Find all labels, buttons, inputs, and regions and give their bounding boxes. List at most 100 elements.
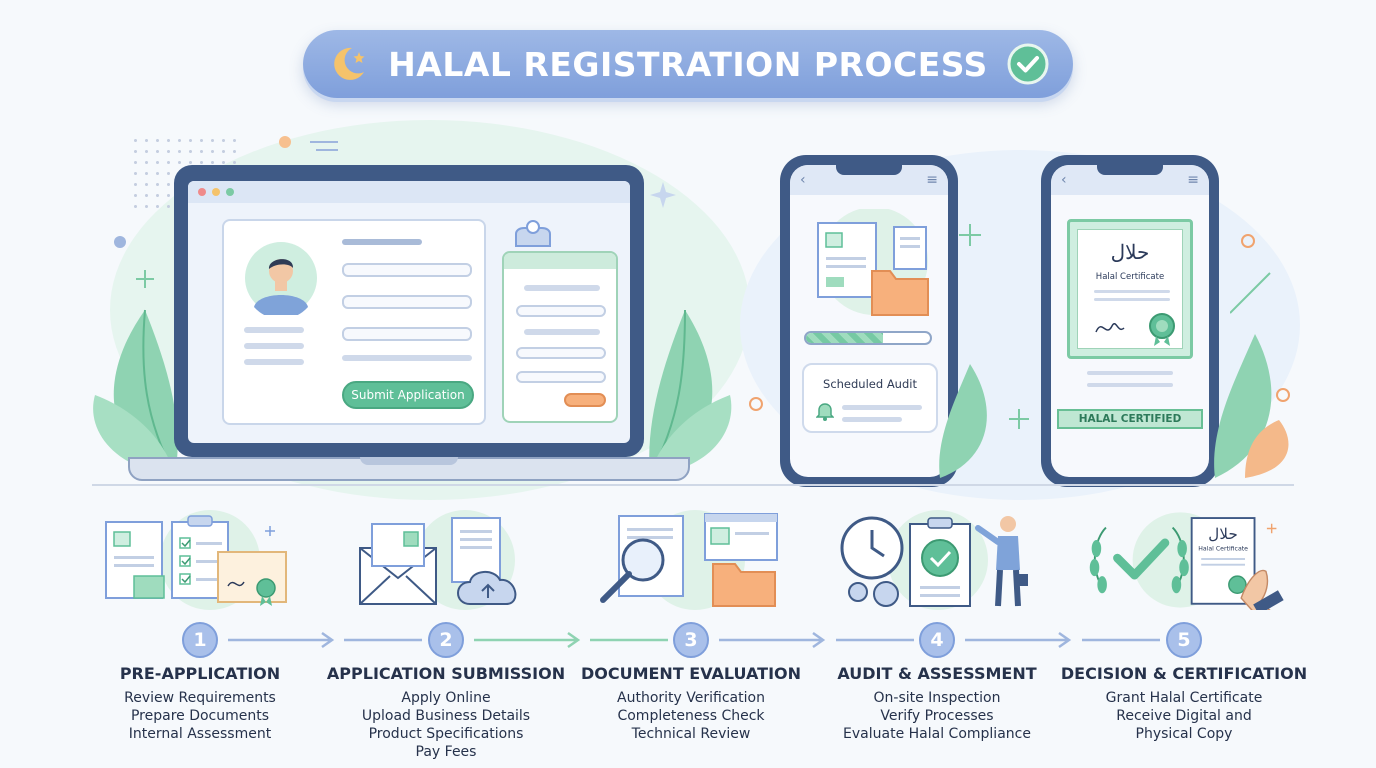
step-title-4: AUDIT & ASSESSMENT — [837, 664, 1037, 683]
step-line: Upload Business Details — [361, 708, 531, 724]
audit-assessment-icon — [840, 510, 1028, 610]
back-chevron-icon[interactable]: ‹ — [1061, 172, 1067, 188]
window-dot — [226, 188, 234, 196]
certificate-line — [1094, 290, 1170, 293]
form-line — [244, 343, 304, 349]
step-number-1: 1 — [182, 622, 218, 658]
step-number-4: 4 — [919, 622, 955, 658]
form-field-3[interactable] — [342, 327, 472, 341]
documents-folder-icon — [817, 209, 929, 316]
sparkle-icon — [1230, 234, 1271, 314]
leaf-decoration — [1214, 334, 1289, 478]
signature-seal-icon — [1095, 313, 1175, 346]
step-line: Technical Review — [631, 726, 751, 742]
leaf-decoration — [93, 309, 178, 476]
certificate-name: Halal Certificate — [1095, 272, 1165, 282]
laptop-base — [128, 457, 690, 481]
clipboard-field — [516, 371, 606, 383]
arrow-right-icon — [719, 631, 826, 649]
crescent-moon-icon — [334, 47, 365, 80]
document-evaluation-icon — [600, 510, 778, 610]
pre-application-icon — [105, 510, 287, 610]
phone-certificate: ‹ ≡ حلال Halal Certificate HALAL CERTIFI… — [1041, 155, 1219, 487]
step-line: Verify Processes — [880, 708, 994, 724]
step-description-4: On-site Inspection Verify Processes Eval… — [813, 689, 1061, 743]
step-line: Receive Digital and — [1116, 708, 1252, 724]
step-line: Pay Fees — [415, 744, 477, 760]
audit-progress-bar — [804, 331, 932, 345]
scheduled-audit-card[interactable]: Scheduled Audit — [802, 363, 938, 433]
clipboard-field — [516, 347, 606, 359]
scheduled-audit-title: Scheduled Audit — [823, 377, 917, 391]
step-description-5: Grant Halal Certificate Receive Digital … — [1060, 689, 1308, 743]
hamburger-menu-icon[interactable]: ≡ — [1187, 172, 1199, 188]
step-description-1: Review Requirements Prepare Documents In… — [76, 689, 324, 743]
clipboard-line — [524, 285, 600, 291]
submit-application-button[interactable]: Submit Application — [342, 381, 474, 409]
form-field-2[interactable] — [342, 295, 472, 309]
form-line — [244, 327, 304, 333]
bell-icon — [816, 403, 834, 421]
step-line: Review Requirements — [124, 690, 276, 706]
certificate-arabic-text: حلال — [1110, 240, 1150, 264]
title-banner: HALAL REGISTRATION PROCESS — [303, 30, 1073, 98]
step-line: Apply Online — [401, 690, 491, 706]
sparkle-icon — [279, 136, 338, 151]
audit-progress-fill — [806, 333, 883, 343]
phone-audit-screen: ‹ ≡ Scheduled Audit — [790, 165, 948, 477]
arrow-right-icon — [474, 631, 581, 649]
section-divider — [92, 484, 1294, 486]
phone-notch — [836, 163, 902, 175]
clipboard-clip-icon — [515, 220, 551, 247]
step-line: On-site Inspection — [873, 690, 1001, 706]
step-title-5: DECISION & CERTIFICATION — [1060, 664, 1308, 683]
step-line: Prepare Documents — [130, 708, 270, 724]
step-description-2: Apply Online Upload Business Details Pro… — [322, 689, 570, 761]
step5-arabic-text: حلال — [1208, 525, 1238, 543]
audit-line — [842, 417, 902, 422]
step-number-5: 5 — [1166, 622, 1202, 658]
decision-certification-icon: حلال Halal Certificate — [1089, 512, 1284, 610]
laptop-illustration: Submit Application — [128, 165, 690, 485]
check-badge-icon — [1007, 43, 1049, 85]
user-avatar-icon — [245, 242, 317, 315]
dash-line — [590, 638, 668, 642]
sparkle-icon — [749, 397, 763, 411]
phone-audit: ‹ ≡ Scheduled Audit — [780, 155, 958, 487]
certificate-line — [1094, 298, 1170, 301]
clipboard-button[interactable] — [564, 393, 606, 407]
dash-line — [1082, 638, 1160, 642]
certificate-caption-line — [1087, 371, 1173, 375]
step-line: Product Specifications — [368, 726, 524, 742]
arrow-right-icon — [965, 631, 1072, 649]
window-dot — [198, 188, 206, 196]
application-form-card: Submit Application — [222, 219, 486, 425]
halal-certificate: حلال Halal Certificate — [1077, 229, 1183, 349]
leaf-decoration — [939, 364, 987, 478]
laptop-notch — [360, 457, 458, 465]
laptop-display: Submit Application — [188, 181, 630, 443]
arrow-right-icon — [228, 631, 335, 649]
audit-line — [842, 405, 922, 410]
hamburger-menu-icon[interactable]: ≡ — [926, 172, 938, 188]
clipboard-field — [516, 305, 606, 317]
certificate-caption-line — [1087, 383, 1173, 387]
step-line: Grant Halal Certificate — [1105, 690, 1263, 706]
form-line — [342, 355, 472, 361]
back-chevron-icon[interactable]: ‹ — [800, 172, 806, 188]
application-submission-icon — [359, 510, 517, 610]
halal-certificate-frame: حلال Halal Certificate — [1067, 219, 1193, 359]
step-title-1: PRE-APPLICATION — [119, 664, 281, 683]
step-title-2: APPLICATION SUBMISSION — [326, 664, 566, 683]
window-dot — [212, 188, 220, 196]
step-number-3: 3 — [673, 622, 709, 658]
phone-notch — [1097, 163, 1163, 175]
clipboard-header — [504, 253, 616, 269]
step-description-3: Authority Verification Completeness Chec… — [567, 689, 815, 743]
step-line: Completeness Check — [617, 708, 765, 724]
window-titlebar — [188, 181, 630, 203]
step-number-2: 2 — [428, 622, 464, 658]
step-line: Internal Assessment — [128, 726, 272, 742]
form-field-1[interactable] — [342, 263, 472, 277]
step-line: Evaluate Halal Compliance — [843, 726, 1031, 742]
